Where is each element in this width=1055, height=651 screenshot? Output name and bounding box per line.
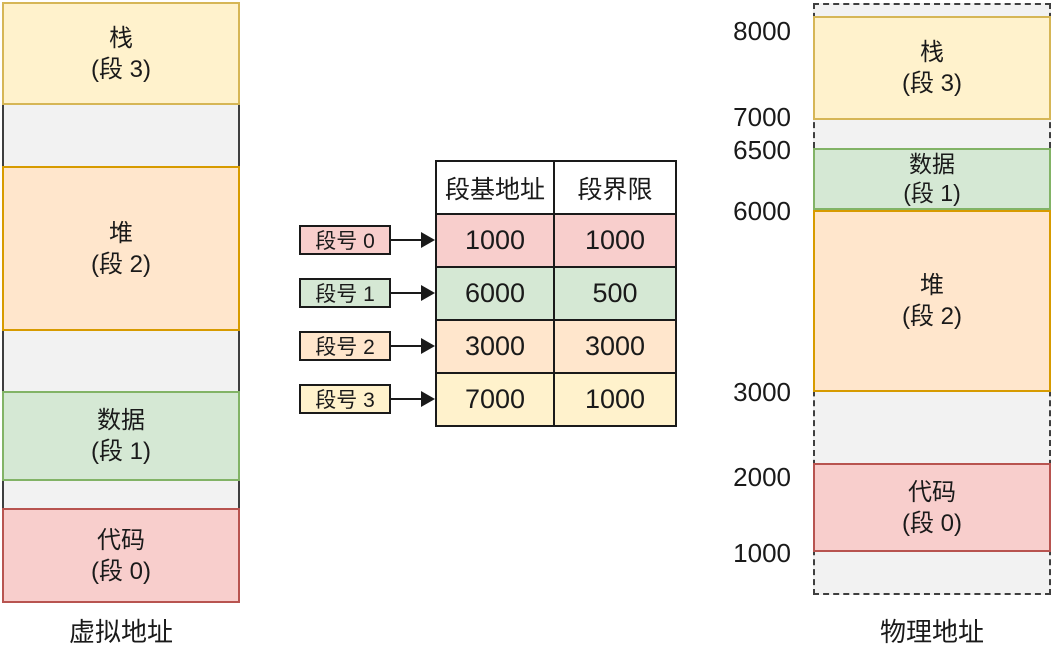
- virtual-free-gap: [2, 481, 240, 508]
- segment-table-row-2: 3000 3000: [435, 319, 677, 374]
- segment-label-line1: 数据: [97, 407, 145, 434]
- segment-table-header-row: 段基地址 段界限: [435, 160, 677, 215]
- arrow-right-icon: [421, 285, 435, 301]
- segment-label-line1: 数据: [909, 151, 955, 177]
- physical-address-caption: 物理地址: [879, 617, 984, 647]
- segment-number-label-3: 段号 3: [299, 384, 391, 414]
- segment-label-line2: (段 2): [902, 303, 962, 330]
- segment-label-line1: 堆: [920, 272, 944, 299]
- segment-table-row-1: 6000 500: [435, 266, 677, 321]
- virtual-segment-data: 数据 (段 1): [2, 391, 240, 481]
- arrow-connector-2: [391, 345, 422, 347]
- segment-label-line1: 堆: [109, 219, 133, 247]
- arrow-right-icon: [421, 232, 435, 248]
- segment-label-line2: (段 1): [91, 438, 151, 465]
- segment-number-label-0: 段号 0: [299, 225, 391, 255]
- address-mark-6000: 6000: [733, 196, 791, 226]
- virtual-segment-stack: 栈 (段 3): [2, 2, 240, 105]
- physical-segment-data: 数据 (段 1): [813, 148, 1051, 210]
- arrow-connector-0: [391, 239, 422, 241]
- virtual-free-gap: [2, 331, 240, 391]
- segment-table-row-3: 7000 1000: [435, 372, 677, 427]
- arrow-connector-1: [391, 292, 422, 294]
- segment-label-line1: 代码: [908, 478, 956, 506]
- virtual-address-caption: 虚拟地址: [68, 617, 173, 647]
- segment-table-row-0: 1000 1000: [435, 213, 677, 268]
- table-cell-limit-2: 3000: [553, 319, 677, 374]
- segment-label-line1: 栈: [109, 24, 133, 52]
- segment-label-line2: (段 3): [902, 70, 962, 97]
- arrow-right-icon: [421, 391, 435, 407]
- table-header-base-address: 段基地址: [435, 160, 555, 215]
- virtual-free-gap: [2, 105, 240, 166]
- address-mark-1000: 1000: [733, 538, 791, 568]
- address-mark-2000: 2000: [733, 462, 791, 492]
- physical-segment-stack: 栈 (段 3): [813, 16, 1051, 120]
- physical-segment-heap: 堆 (段 2): [813, 210, 1051, 392]
- segment-number-label-2: 段号 2: [299, 331, 391, 361]
- segment-label-line2: (段 0): [902, 509, 962, 537]
- table-cell-limit-3: 1000: [553, 372, 677, 427]
- arrow-right-icon: [421, 338, 435, 354]
- table-cell-base-1: 6000: [435, 266, 555, 321]
- segment-label-line1: 栈: [920, 39, 944, 66]
- address-mark-7000: 7000: [733, 102, 791, 132]
- segment-label-line2: (段 3): [91, 55, 151, 83]
- address-mark-8000: 8000: [733, 16, 791, 46]
- segment-table: 段基地址 段界限 1000 1000 6000 500 3000 3000 70…: [435, 160, 677, 427]
- table-cell-limit-0: 1000: [553, 213, 677, 268]
- table-cell-base-2: 3000: [435, 319, 555, 374]
- segment-label-line2: (段 1): [903, 180, 961, 206]
- address-mark-6500: 6500: [733, 135, 791, 165]
- segment-label-line2: (段 2): [91, 250, 151, 278]
- address-mark-3000: 3000: [733, 377, 791, 407]
- table-cell-limit-1: 500: [553, 266, 677, 321]
- segment-label-line2: (段 0): [91, 557, 151, 585]
- virtual-segment-code: 代码 (段 0): [2, 508, 240, 603]
- physical-segment-code: 代码 (段 0): [813, 463, 1051, 552]
- virtual-segment-heap: 堆 (段 2): [2, 166, 240, 331]
- table-cell-base-3: 7000: [435, 372, 555, 427]
- table-header-limit: 段界限: [553, 160, 677, 215]
- segment-label-line1: 代码: [97, 526, 145, 554]
- arrow-connector-3: [391, 398, 422, 400]
- table-cell-base-0: 1000: [435, 213, 555, 268]
- physical-memory-box: 栈 (段 3) 数据 (段 1) 堆 (段 2) 代码 (段 0): [813, 3, 1051, 595]
- segment-number-label-1: 段号 1: [299, 278, 391, 308]
